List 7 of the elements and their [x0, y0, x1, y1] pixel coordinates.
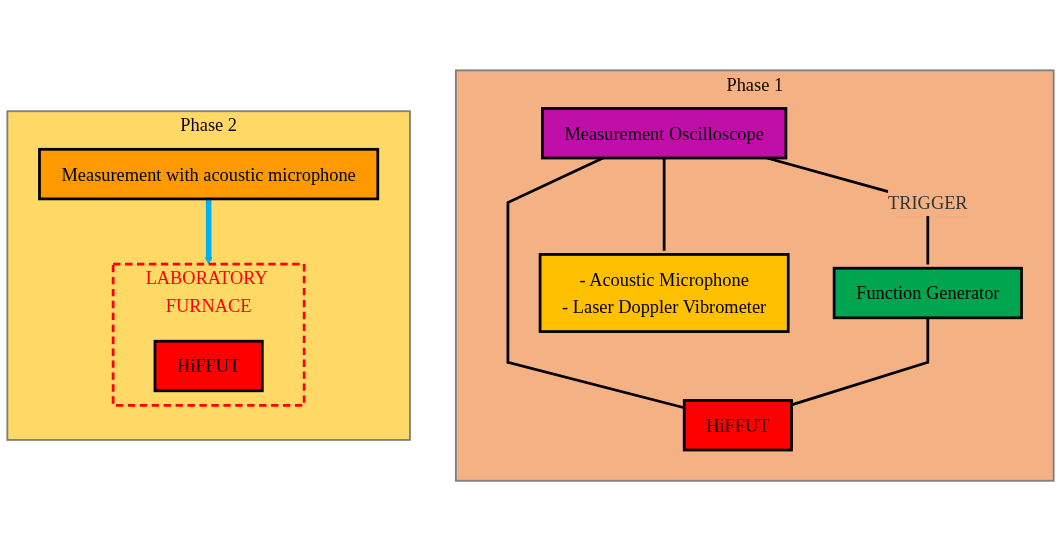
node-box: HiFFUT — [682, 399, 793, 452]
node-box: Measurement with acoustic microphone — [38, 147, 380, 201]
node-box: Function Generator — [832, 266, 1023, 320]
node-box: Measurement Oscilloscope — [541, 107, 788, 160]
node-box: - Acoustic Microphone - Laser Doppler Vibrometer — [538, 253, 790, 333]
node-box: HiFFUT — [153, 339, 264, 393]
edge-label: TRIGGER — [888, 192, 968, 213]
